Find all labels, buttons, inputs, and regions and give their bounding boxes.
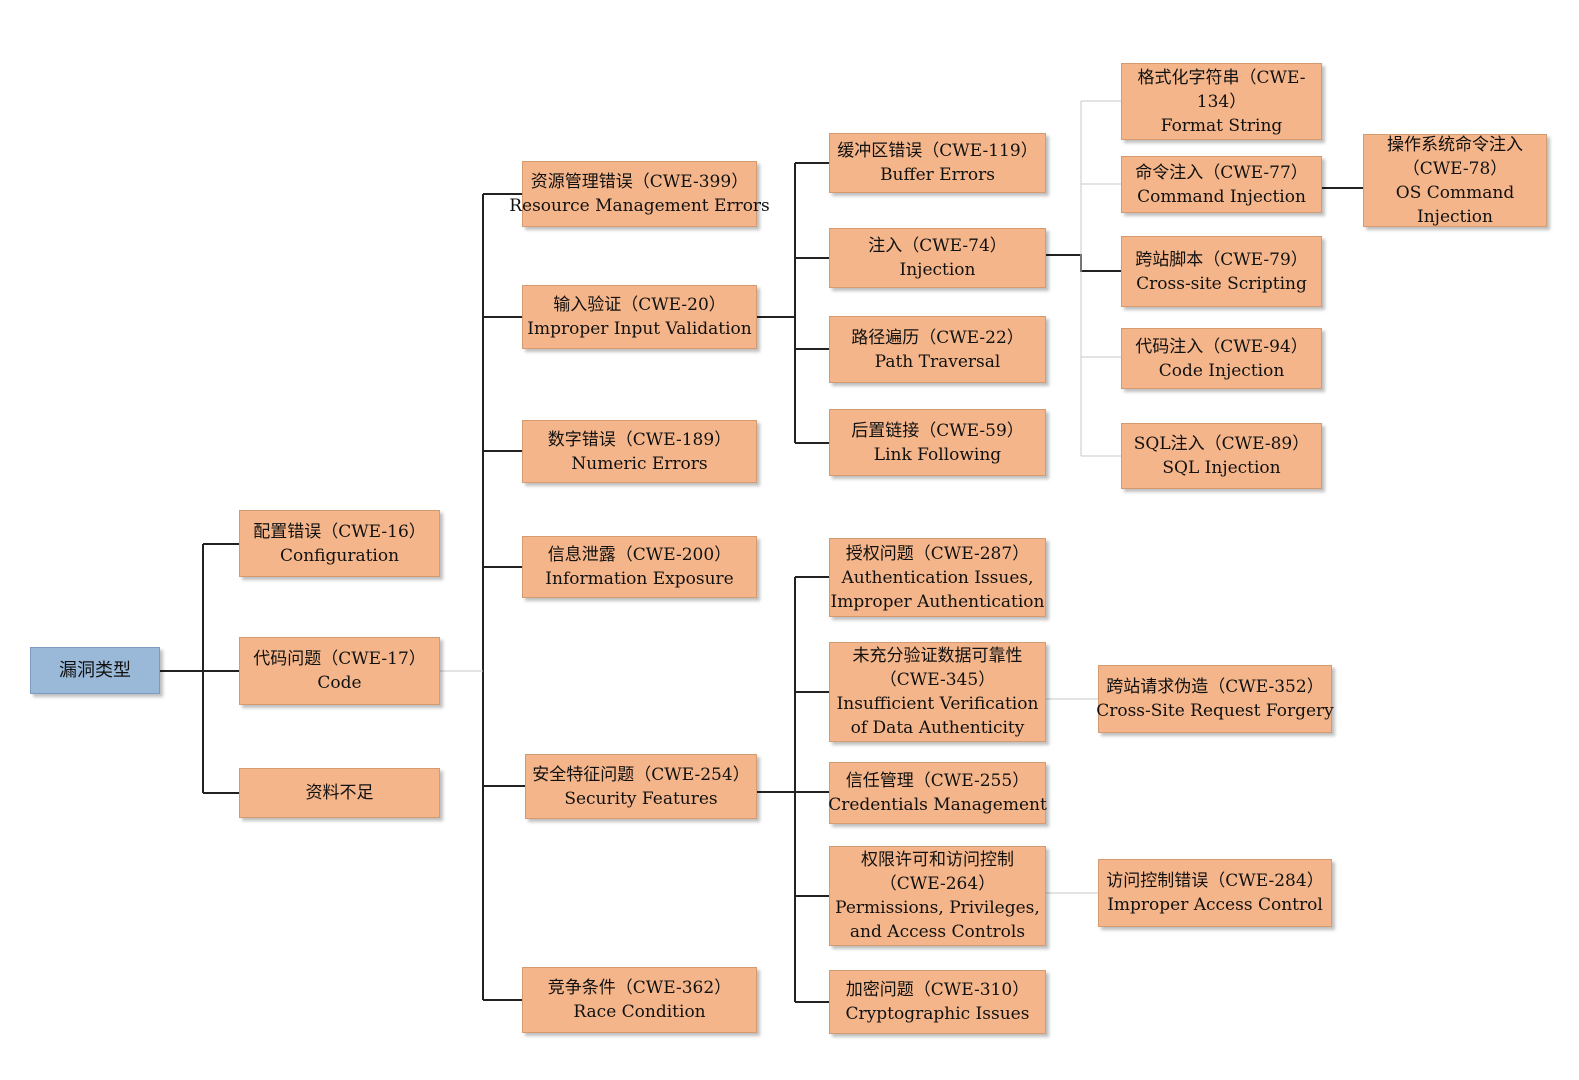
node-label-line: Authentication Issues, (841, 567, 1034, 588)
node-label-line: 信息泄露（CWE-200） (547, 545, 732, 565)
node-label-line: SQL Injection (1162, 458, 1281, 478)
node-label-line: Cross-site Scripting (1136, 273, 1307, 294)
node-label-line: Command Injection (1137, 186, 1306, 207)
node-label-line: 格式化字符串（CWE- (1137, 67, 1306, 88)
node-label-line: 配置错误（CWE-16） (253, 521, 426, 542)
node-auth: 授权问题（CWE-287） Authentication Issues, Impro… (829, 538, 1046, 617)
node-label-line: 漏洞类型 (59, 659, 131, 681)
node-label-line: Security Features (564, 788, 718, 809)
node-race: 竞争条件（CWE-362） Race Condition (522, 967, 757, 1033)
node-label-line: Numeric Errors (571, 453, 708, 474)
node-label-line: Injection (1417, 206, 1493, 227)
node-link: 后置链接（CWE-59） Link Following (829, 409, 1046, 476)
node-label-line: Resource Management Errors (509, 196, 770, 216)
node-config: 配置错误（CWE-16） Configuration (239, 510, 440, 577)
node-label-line: 数字错误（CWE-189） (547, 429, 732, 450)
node-label-line: of Data Authenticity (850, 718, 1025, 738)
node-security: 安全特征问题（CWE-254） Security Features (525, 754, 757, 819)
node-label-line: 信任管理（CWE-255） (845, 771, 1030, 791)
node-label-line: Improper Input Validation (527, 319, 752, 339)
node-info: 信息泄露（CWE-200） Information Exposure (522, 536, 757, 598)
node-label-line: Improper Access Control (1107, 895, 1323, 915)
node-format: 格式化字符串（CWE- 134） Format String (1121, 63, 1322, 140)
node-label-line: 访问控制错误（CWE-284） (1106, 871, 1324, 891)
node-code: 代码问题（CWE-17） Code (239, 637, 440, 705)
node-label-line: Buffer Errors (880, 165, 995, 185)
node-label-line: （CWE-345） (879, 670, 996, 690)
node-verify: 未充分验证数据可靠性 （CWE-345） Insufficient Verifica… (829, 642, 1046, 742)
node-buffer: 缓冲区错误（CWE-119） Buffer Errors (829, 133, 1046, 193)
node-label-line: 资源管理错误（CWE-399） (530, 172, 749, 192)
node-label-line: （CWE-264） (879, 874, 996, 894)
node-label-line: OS Command (1395, 182, 1515, 203)
node-label-line: 权限许可和访问控制 (861, 850, 1014, 870)
node-label-line: 跨站脚本（CWE-79） (1135, 249, 1308, 270)
node-label-line: 授权问题（CWE-287） (845, 543, 1030, 564)
node-label-line: Cryptographic Issues (845, 1004, 1030, 1024)
node-label-line: 资料不足 (305, 783, 374, 803)
node-command: 命令注入（CWE-77） Command Injection (1121, 156, 1322, 213)
node-label-line: Improper Authentication (830, 591, 1045, 612)
node-label-line: Insufficient Verification (836, 694, 1039, 714)
node-label-line: 安全特征问题（CWE-254） (532, 764, 750, 785)
node-label-line: 未充分验证数据可靠性 (852, 646, 1023, 666)
node-label-line: Code (317, 673, 362, 693)
node-label-line: Configuration (279, 545, 400, 566)
node-numeric: 数字错误（CWE-189） Numeric Errors (522, 420, 757, 483)
node-label-line: Cross-Site Request Forgery (1096, 701, 1334, 721)
node-perm: 权限许可和访问控制 （CWE-264） Permissions, Privilege… (829, 846, 1046, 946)
node-label-line: 代码问题（CWE-17） (253, 649, 426, 669)
node-label-line: Permissions, Privileges, (835, 898, 1040, 918)
node-label-line: 输入验证（CWE-20） (553, 295, 726, 315)
node-cred: 信任管理（CWE-255） Credentials Management (828, 762, 1047, 824)
node-label-line: 命令注入（CWE-77） (1135, 162, 1308, 183)
node-label-line: Credentials Management (828, 795, 1047, 815)
node-label-line: 竞争条件（CWE-362） (547, 978, 732, 998)
node-root: 漏洞类型 (30, 647, 160, 694)
node-label-line: and Access Controls (849, 922, 1026, 942)
node-path: 路径遍历（CWE-22） Path Traversal (829, 316, 1046, 383)
node-label-line: 跨站请求伪造（CWE-352） (1106, 677, 1324, 697)
node-label-line: 134） (1196, 91, 1247, 112)
node-label-line: 缓冲区错误（CWE-119） (837, 141, 1038, 161)
node-label-line: （CWE-78） (1402, 158, 1508, 179)
node-csrf: 跨站请求伪造（CWE-352） Cross-Site Request Forger… (1096, 665, 1334, 733)
node-label-line: Path Traversal (874, 351, 1001, 372)
node-injection: 注入（CWE-74） Injection (829, 228, 1046, 288)
node-access: 访问控制错误（CWE-284） Improper Access Control (1098, 859, 1332, 927)
node-label-line: Format String (1160, 115, 1283, 136)
node-label-line: 代码注入（CWE-94） (1135, 336, 1308, 357)
node-label-line: SQL注入（CWE-89） (1133, 434, 1310, 454)
node-xss: 跨站脚本（CWE-79） Cross-site Scripting (1121, 236, 1322, 307)
node-label-line: 加密问题（CWE-310） (845, 980, 1030, 1000)
node-label-line: Information Exposure (545, 569, 734, 589)
node-codeinj: 代码注入（CWE-94） Code Injection (1121, 328, 1322, 389)
connector-injection-out (1046, 254, 1121, 272)
node-label-line: Link Following (873, 444, 1002, 465)
node-label-line: 操作系统命令注入 (1387, 134, 1523, 155)
node-label-line: 注入（CWE-74） (868, 236, 1007, 256)
node-sql: SQL注入（CWE-89） SQL Injection (1121, 423, 1322, 489)
node-label-line: 后置链接（CWE-59） (851, 420, 1024, 441)
node-input: 输入验证（CWE-20） Improper Input Validation (522, 285, 757, 349)
node-label-line: Code Injection (1158, 360, 1285, 381)
node-label-line: Race Condition (573, 1002, 706, 1022)
node-label-line: Injection (899, 260, 976, 280)
node-insufficient: 资料不足 (239, 768, 440, 818)
node-label-line: 路径遍历（CWE-22） (851, 327, 1024, 348)
node-crypto: 加密问题（CWE-310） Cryptographic Issues (829, 970, 1046, 1034)
node-resource: 资源管理错误（CWE-399） Resource Management Error… (509, 161, 770, 227)
